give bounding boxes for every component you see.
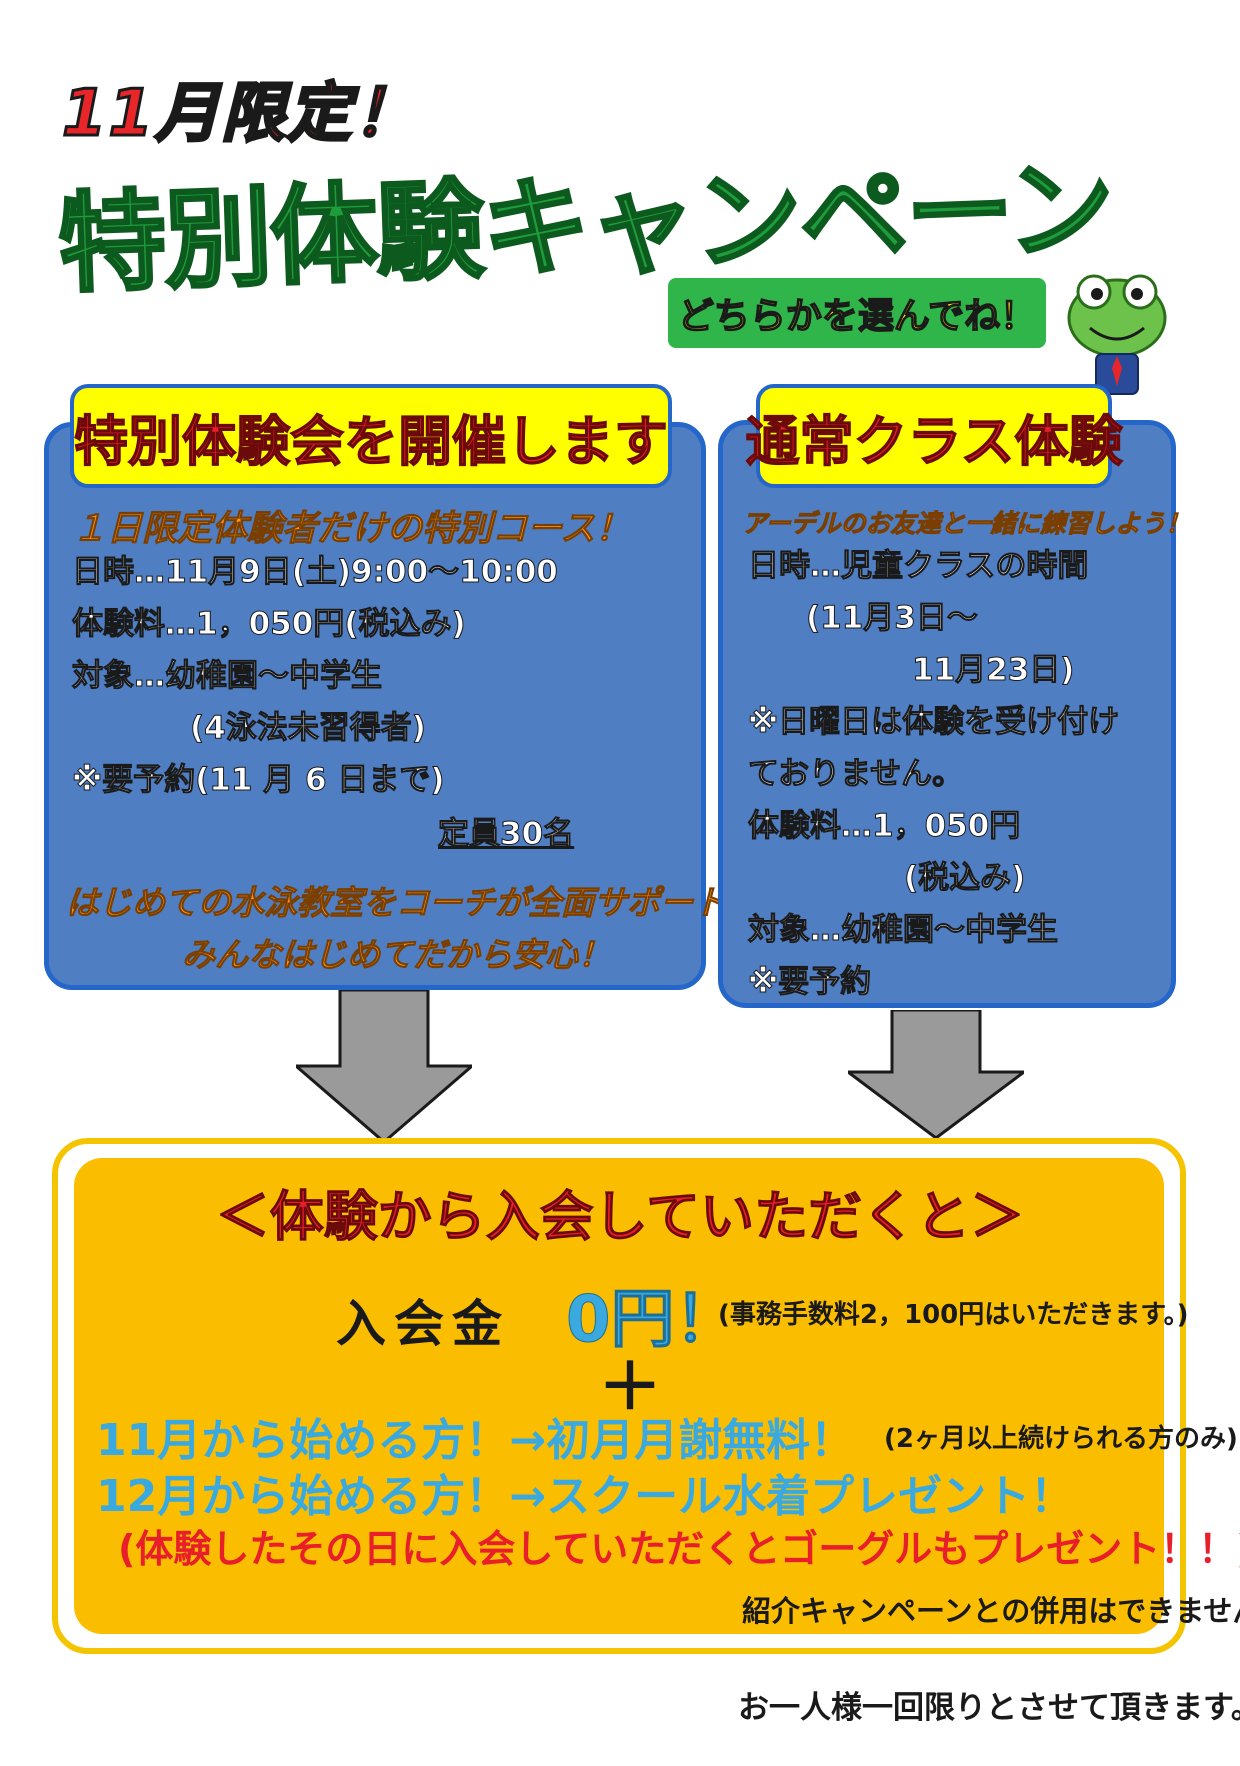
choose-banner-text: どちらかを選んでね！	[677, 295, 1037, 338]
special-date-line: 日時…11月9日(土)9:00～10:00	[72, 554, 559, 591]
special-fee-line: 体験料…1，050円(税込み)	[72, 606, 467, 643]
choose-banner: どちらかを選んでね！	[668, 278, 1046, 348]
regular-reservation-line: ※要予約	[747, 964, 872, 1001]
regular-fee-line: 体験料…1，050円	[747, 808, 1021, 845]
down-arrow-icon	[843, 1008, 1029, 1162]
sunday-note-line-1: ※日曜日は体験を受け付け	[747, 704, 1120, 741]
enrollment-fee-value: 0円！	[566, 1283, 740, 1358]
regular-fee-tax: (税込み)	[903, 860, 1026, 897]
november-offer-note: (2ヶ月以上続けられる方のみ)	[884, 1424, 1238, 1454]
goggles-offer: (体験したその日に入会していただくとゴーグルもプレゼント！！)	[118, 1527, 1240, 1571]
membership-offer-title: ＜体験から入会していただくと＞	[215, 1185, 1025, 1249]
november-offer: 11月から始める方！→初月月謝無料！	[96, 1415, 855, 1466]
regular-date-line: 日時…児童クラスの時間	[747, 548, 1089, 585]
december-offer: 12月から始める方！→スクール水着プレゼント！	[96, 1471, 1075, 1522]
regular-class-panel	[718, 420, 1176, 1008]
special-course-subhead: １日限定体験者だけの特別コース！	[71, 509, 631, 550]
special-trial-panel	[44, 422, 706, 990]
down-arrow-icon	[291, 988, 477, 1144]
support-message: はじめての水泳教室をコーチが全面サポート！	[66, 883, 760, 923]
membership-offer-box	[74, 1158, 1164, 1634]
limited-month-label: 11月限定！	[60, 76, 420, 153]
sunday-note-line-2: ておりません。	[747, 756, 964, 793]
regular-date-to: 11月23日)	[911, 652, 1075, 689]
safety-message: みんなはじめてだから安心！	[182, 935, 612, 975]
regular-class-subhead: アーデルのお友達と一緒に練習しよう！	[742, 509, 1192, 539]
special-trial-heading: 特別体験会を開催します	[73, 409, 669, 474]
admin-fee-note: (事務手数料2，100円はいただきます。)	[718, 1300, 1189, 1330]
regular-target-line: 対象…幼稚園～中学生	[748, 912, 1059, 949]
regular-class-heading: 通常クラス体験	[745, 409, 1123, 474]
no-combine-note: 紹介キャンペーンとの併用はできません。	[742, 1594, 1240, 1628]
frog-mascot-icon	[1052, 268, 1182, 398]
plus-sign: ＋	[598, 1351, 662, 1425]
special-reservation-line: ※要予約(11 月 6 日まで)	[72, 762, 446, 799]
regular-date-from: (11月3日～	[806, 600, 979, 637]
capacity-label: 定員30名	[437, 816, 575, 853]
enrollment-fee-label: 入会金	[336, 1295, 510, 1353]
special-target-line: 対象…幼稚園～中学生	[72, 658, 383, 695]
special-target-note: (4泳法未習得者)	[190, 710, 427, 747]
special-trial-tab: 特別体験会を開催します	[70, 384, 672, 488]
once-per-person-note: お一人様一回限りとさせて頂きます。	[738, 1690, 1240, 1726]
regular-class-tab: 通常クラス体験	[745, 384, 1123, 488]
